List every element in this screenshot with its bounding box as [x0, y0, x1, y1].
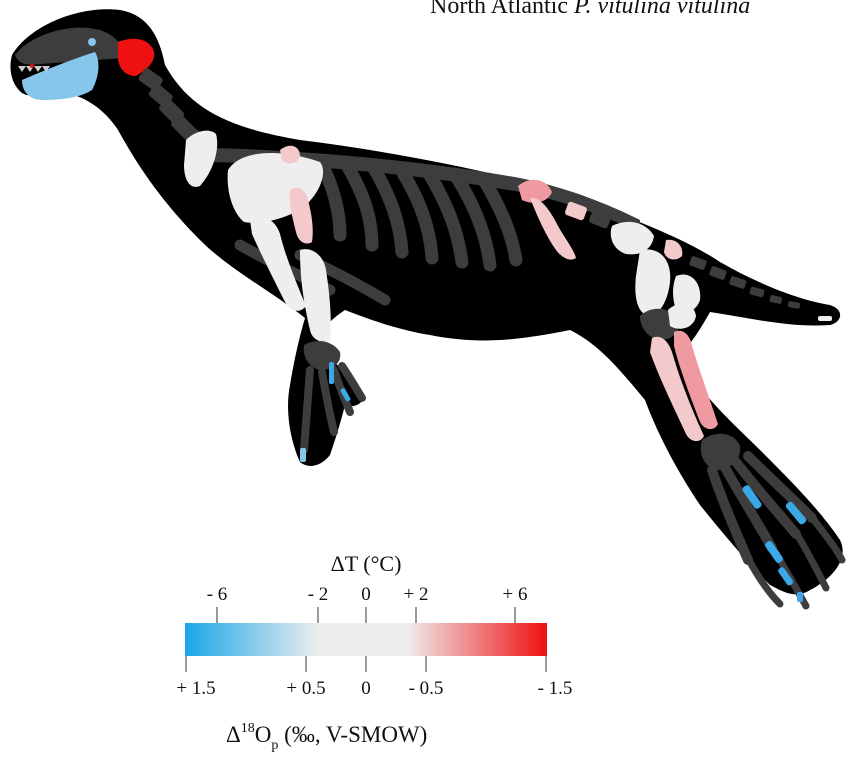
shoulder-joint — [280, 146, 300, 164]
colour-scale: ΔT (°C) - 6 - 2 0 + 2 + 6 — [176, 551, 572, 753]
bottom-tick-marks — [186, 656, 546, 672]
bottom-tick-label: + 0.5 — [286, 678, 325, 699]
top-tick-label: + 2 — [404, 584, 429, 605]
hind-digit-cold-5 — [797, 592, 803, 602]
body-silhouette — [10, 9, 842, 594]
bottom-tick-label: + 1.5 — [176, 678, 215, 699]
delta-t-label: ΔT (°C) — [331, 551, 402, 576]
eye-orbit — [88, 38, 96, 46]
colour-gradient-bar — [185, 623, 547, 656]
fore-digit-cold-3 — [300, 448, 306, 462]
bottom-tick-labels: + 1.5 + 0.5 0 - 0.5 - 1.5 — [176, 678, 572, 699]
delta-o-label: Δ18Op (‰, V-SMOW) — [226, 721, 427, 753]
tooth-marker — [30, 64, 34, 68]
top-tick-label: - 2 — [308, 584, 329, 605]
fore-digit-cold-1 — [329, 362, 334, 384]
top-tick-label: + 6 — [503, 584, 528, 605]
top-tick-label: 0 — [361, 584, 371, 605]
seal-body — [10, 9, 842, 594]
bottom-tick-label: - 1.5 — [538, 678, 573, 699]
tail-tip — [818, 316, 832, 321]
top-tick-marks — [217, 607, 515, 623]
bottom-tick-label: - 0.5 — [409, 678, 444, 699]
cranium — [15, 28, 123, 65]
bottom-tick-label: 0 — [361, 678, 371, 699]
top-tick-labels: - 6 - 2 0 + 2 + 6 — [207, 584, 528, 605]
top-tick-label: - 6 — [207, 584, 228, 605]
